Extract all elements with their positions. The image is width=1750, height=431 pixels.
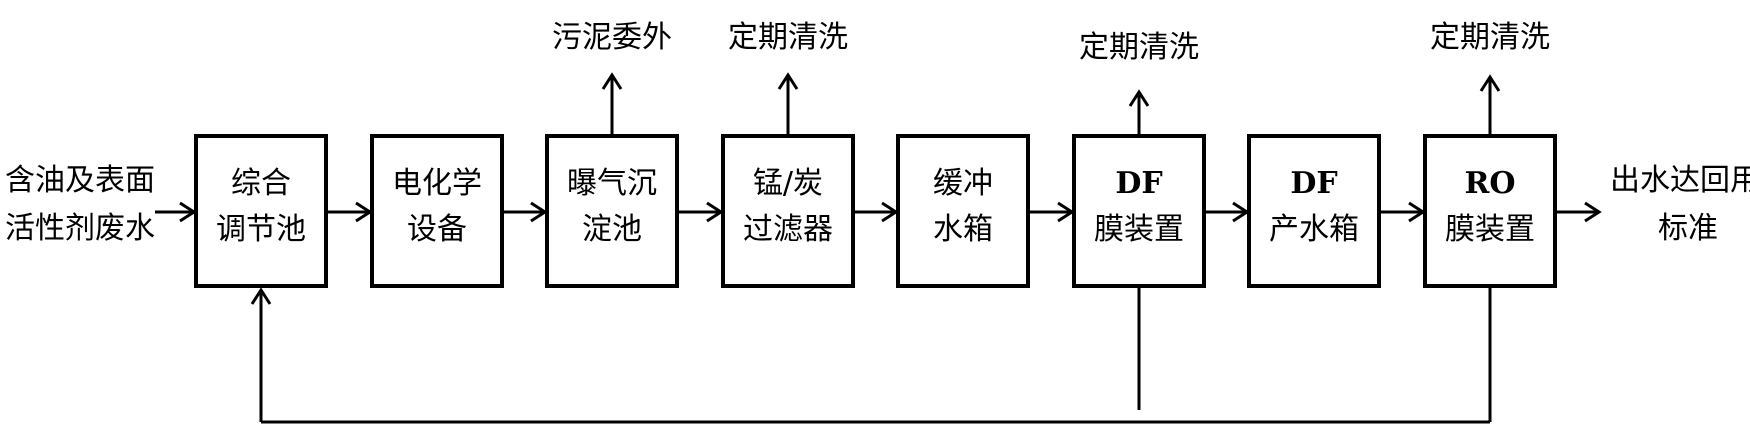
arrowhead-up-df bbox=[1128, 89, 1150, 107]
top-label-df-clean: 定期清洗 bbox=[1079, 30, 1199, 65]
arrowhead-output bbox=[1584, 201, 1602, 223]
box-aeration-line1: 曝气沉 bbox=[567, 166, 657, 201]
box-electrochemical-line2: 设备 bbox=[407, 212, 467, 247]
arrowhead-1-2 bbox=[355, 201, 373, 223]
arrowhead-6-7 bbox=[1232, 201, 1250, 223]
box-buffer-line1: 缓冲 bbox=[933, 166, 993, 201]
box-aeration-sedimentation bbox=[545, 134, 679, 288]
top-label-sludge: 污泥委外 bbox=[552, 20, 672, 55]
box-df-tank-line2: 产水箱 bbox=[1269, 212, 1359, 247]
box-ro-membrane bbox=[1423, 134, 1557, 288]
box-ro-membrane-line1: RO bbox=[1464, 166, 1515, 201]
arrowhead-up-sludge bbox=[601, 72, 623, 90]
box-df-membrane-line2: 膜装置 bbox=[1094, 212, 1184, 247]
top-label-ro-clean: 定期清洗 bbox=[1430, 20, 1550, 55]
box-buffer-tank bbox=[896, 134, 1030, 288]
box-electrochemical-line1: 电化学 bbox=[392, 166, 482, 201]
box-df-product-tank bbox=[1247, 134, 1381, 288]
box-mixing-tank-line2: 调节池 bbox=[216, 212, 306, 247]
arrowhead-2-3 bbox=[530, 201, 548, 223]
arrowhead-4-5 bbox=[881, 201, 899, 223]
box-filter-line2: 过滤器 bbox=[743, 212, 833, 247]
box-buffer-line2: 水箱 bbox=[933, 212, 993, 247]
box-mn-carbon-filter bbox=[721, 134, 855, 288]
box-df-membrane bbox=[1072, 134, 1206, 288]
arrowhead-up-filter bbox=[777, 72, 799, 90]
output-label-line2: 标准 bbox=[1658, 211, 1718, 246]
box-aeration-line2: 淀池 bbox=[582, 212, 642, 247]
output-label-line1: 出水达回用 bbox=[1610, 163, 1750, 198]
arrowhead-3-4 bbox=[706, 201, 724, 223]
box-electrochemical bbox=[370, 134, 504, 288]
arrowhead-7-8 bbox=[1408, 201, 1426, 223]
arrowhead-up-ro bbox=[1479, 74, 1501, 92]
input-label-line2: 活性剂废水 bbox=[5, 211, 155, 246]
box-filter-line1: 锰/炭 bbox=[753, 166, 823, 201]
arrowhead-5-6 bbox=[1057, 201, 1075, 223]
top-label-filter-clean: 定期清洗 bbox=[728, 20, 848, 55]
arrowhead-return bbox=[250, 287, 272, 305]
box-mixing-tank-line1: 综合 bbox=[231, 166, 291, 201]
box-df-membrane-line1: DF bbox=[1115, 166, 1162, 201]
box-mixing-tank bbox=[194, 134, 328, 288]
input-label-line1: 含油及表面 bbox=[5, 163, 155, 198]
box-ro-membrane-line2: 膜装置 bbox=[1445, 212, 1535, 247]
box-df-tank-line1: DF bbox=[1290, 166, 1337, 201]
